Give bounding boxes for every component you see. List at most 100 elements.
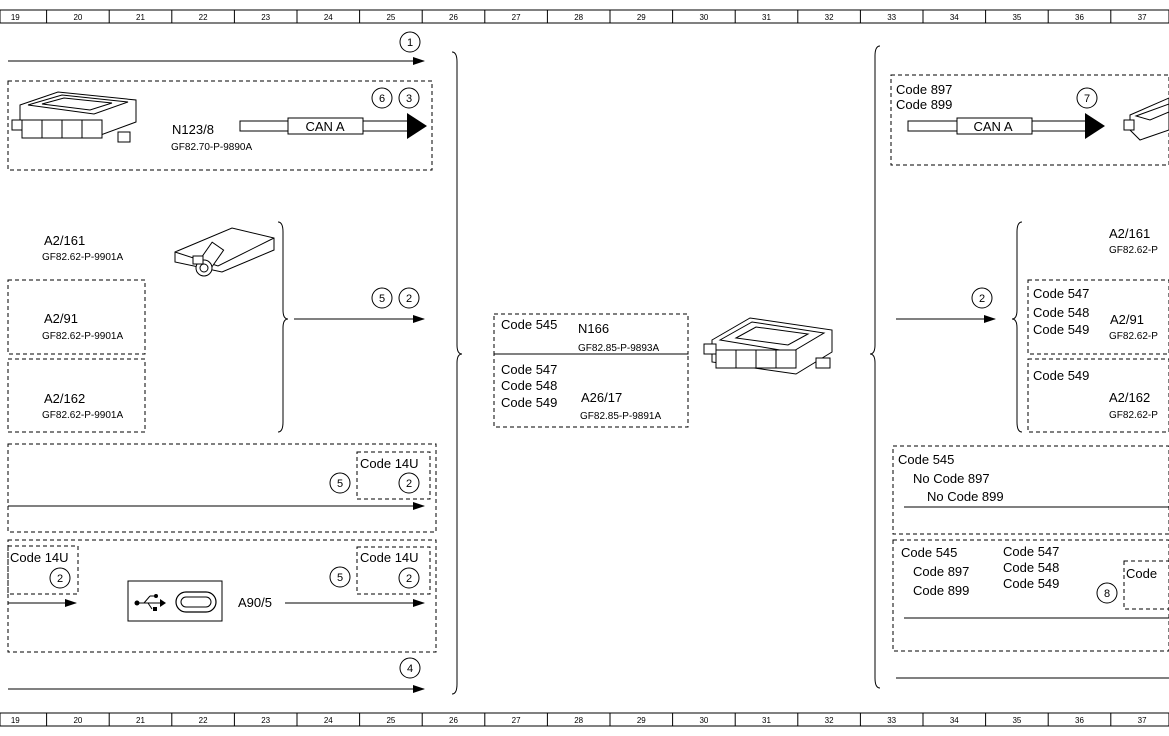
right-brace (1011, 221, 1023, 433)
a26-code-3: Code 549 (501, 395, 557, 410)
grid-ruler-bottom (0, 712, 1169, 727)
n123-label: N123/8 (172, 122, 214, 137)
grid-col-bottom: 24 (324, 716, 333, 725)
right-a2-161-part: GF82.62-P (1109, 245, 1158, 256)
grid-col-top: 26 (449, 13, 458, 22)
grid-col-bottom: 34 (950, 716, 959, 725)
a26-code-2: Code 548 (501, 378, 557, 393)
right-partial-code: Code (1126, 566, 1157, 581)
control-unit-icon (11, 91, 137, 143)
grid-col-top: 33 (887, 13, 896, 22)
code14u-box-1 (7, 443, 437, 533)
grid-col-bottom: 22 (199, 716, 208, 725)
can-a-bus-arrow-right: CAN A (907, 113, 1105, 139)
usb-box (7, 539, 437, 653)
right-a2-161-label: A2/161 (1109, 226, 1150, 241)
circle-num-3: 3 (398, 87, 420, 109)
right-code-547: Code 547 (1033, 286, 1089, 301)
svg-text:5: 5 (337, 572, 343, 584)
right-bottom-c2-3: Code 549 (1003, 576, 1059, 591)
code14u-label-1: Code 14U (360, 456, 419, 471)
usb-icon (127, 580, 223, 622)
svg-text:2: 2 (979, 293, 985, 305)
big-bracket-right (869, 45, 881, 689)
circle-num-1: 1 (399, 31, 421, 53)
grid-col-top: 20 (73, 13, 82, 22)
circle-num-4: 4 (399, 657, 421, 679)
right-a2-162-label: A2/162 (1109, 390, 1150, 405)
a26-part: GF82.85-P-9891A (580, 411, 661, 422)
circle-num-8: 8 (1096, 582, 1118, 604)
grid-col-top: 22 (199, 13, 208, 22)
svg-text:CAN A: CAN A (305, 119, 344, 134)
a26-label: A26/17 (581, 390, 622, 405)
grid-col-top: 29 (637, 13, 646, 22)
control-unit-icon-middle (703, 317, 833, 375)
grid-col-bottom: 30 (699, 716, 708, 725)
grid-col-bottom: 27 (512, 716, 521, 725)
svg-text:2: 2 (57, 573, 63, 585)
svg-text:7: 7 (1084, 93, 1090, 105)
n123-part: GF82.70-P-9890A (171, 142, 252, 153)
n166-label: N166 (578, 321, 609, 336)
a2-161-label: A2/161 (44, 233, 85, 248)
grid-col-bottom: 33 (887, 716, 896, 725)
circle-num-7: 7 (1076, 87, 1098, 109)
circle-num-5c: 5 (329, 566, 351, 588)
right-545-line-3: No Code 899 (927, 489, 1004, 504)
n123-box (7, 80, 433, 171)
svg-text:3: 3 (406, 93, 412, 105)
circle-num-2-right: 2 (971, 287, 993, 309)
right-bottom-box (892, 539, 1169, 652)
a90-5-label: A90/5 (238, 595, 272, 610)
grid-col-bottom: 32 (825, 716, 834, 725)
svg-text:8: 8 (1104, 588, 1110, 600)
right-a2-91-box (1027, 279, 1169, 355)
antenna-module-icon (174, 227, 275, 277)
right-a2-91-part: GF82.62-P (1109, 331, 1158, 342)
svg-text:1: 1 (407, 37, 413, 49)
circle-num-6: 6 (371, 87, 393, 109)
a2-91-part: GF82.62-P-9901A (42, 331, 123, 342)
a26-box (493, 353, 689, 428)
grid-col-bottom: 36 (1075, 716, 1084, 725)
right-top-code-1: Code 897 (896, 82, 952, 97)
grid-col-bottom: 31 (762, 716, 771, 725)
code14u-label-left: Code 14U (10, 550, 69, 565)
can-a-bus-arrow: CAN A (239, 113, 427, 139)
grid-col-bottom: 29 (637, 716, 646, 725)
right-545-line-2: No Code 897 (913, 471, 990, 486)
right-a2-91-label: A2/91 (1110, 312, 1144, 327)
right-545-line-1: Code 545 (898, 452, 954, 467)
grid-col-top: 32 (825, 13, 834, 22)
right-top-code-2: Code 899 (896, 97, 952, 112)
right-code-549: Code 549 (1033, 322, 1089, 337)
code14u-inner-1 (356, 451, 431, 500)
left-brace (277, 221, 289, 433)
grid-col-top: 36 (1075, 13, 1084, 22)
n166-code: Code 545 (501, 317, 557, 332)
svg-text:2: 2 (406, 573, 412, 585)
a2-162-label: A2/162 (44, 391, 85, 406)
grid-col-top: 34 (950, 13, 959, 22)
code14u-inner-left (7, 545, 79, 595)
svg-text:5: 5 (379, 293, 385, 305)
grid-col-top: 35 (1012, 13, 1021, 22)
circle-num-2c: 2 (49, 567, 71, 589)
grid-col-top: 31 (762, 13, 771, 22)
n166-part: GF82.85-P-9893A (578, 343, 659, 354)
grid-col-top: 37 (1138, 13, 1147, 22)
grid-col-bottom: 19 (11, 716, 20, 725)
svg-text:5: 5 (337, 478, 343, 490)
grid-col-top: 21 (136, 13, 145, 22)
right-bottom-c1-3: Code 899 (913, 583, 969, 598)
svg-text:6: 6 (379, 93, 385, 105)
grid-col-bottom: 37 (1138, 716, 1147, 725)
right-a2-162-box (1027, 358, 1169, 433)
a2-162-part: GF82.62-P-9901A (42, 410, 123, 421)
big-bracket-left (451, 51, 463, 695)
right-partial-code-box (1123, 560, 1169, 610)
svg-text:2: 2 (406, 293, 412, 305)
grid-col-bottom: 25 (386, 716, 395, 725)
